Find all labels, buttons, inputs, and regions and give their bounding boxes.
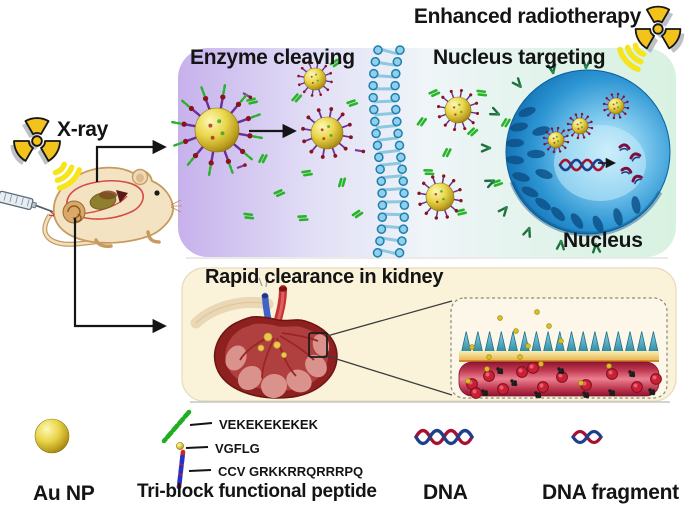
flow-arrows xyxy=(73,123,297,334)
dna-label: DNA xyxy=(423,481,468,504)
red-blood-cells xyxy=(466,362,662,399)
peptide-seq-vgflg: VGFLG xyxy=(215,441,260,456)
xray-label: X-ray xyxy=(57,118,109,141)
aunp-icon xyxy=(34,418,70,454)
radiation-icon-left xyxy=(7,117,64,167)
legend-tie-lines xyxy=(185,422,213,472)
mouse-icon xyxy=(42,166,182,248)
triblock-peptide-label: Tri-block functional peptide xyxy=(137,481,377,502)
dna-fragment-icon xyxy=(571,429,603,445)
waste-particles xyxy=(481,367,656,399)
nucleus-icon xyxy=(480,58,671,254)
nanoparticles xyxy=(170,61,480,220)
aunp-label: Au NP xyxy=(33,482,95,505)
zoom-connector-lines xyxy=(326,300,453,396)
peptide-seq-vek: VEKEKEKEKEK xyxy=(219,417,318,432)
dna-icon xyxy=(414,428,474,446)
dna-fragment-label: DNA fragment xyxy=(542,481,679,504)
triblock-peptide-icon xyxy=(161,409,192,490)
enzyme-cleaving-label: Enzyme cleaving xyxy=(190,46,355,69)
arrow-to-top-panel xyxy=(95,139,167,182)
nucleus-targeting-label: Nucleus targeting xyxy=(433,46,606,69)
kidney-clearance-label: Rapid clearance in kidney xyxy=(205,266,444,288)
nucleus-label: Nucleus xyxy=(563,229,643,252)
capillary-zoom-icon xyxy=(450,297,668,399)
peptide-seq-ccv: CCV GRKKRRQRRRPQ xyxy=(218,464,364,479)
cleared-aunp-dots xyxy=(465,309,612,386)
syringe-icon xyxy=(0,190,54,213)
arrow-to-bottom-panel xyxy=(73,218,167,334)
kidney-zoom-box xyxy=(308,332,328,358)
enhanced-radiotherapy-label: Enhanced radiotherapy xyxy=(413,5,641,28)
kidney-icon xyxy=(190,277,453,399)
cell-membrane-icon xyxy=(368,45,410,260)
